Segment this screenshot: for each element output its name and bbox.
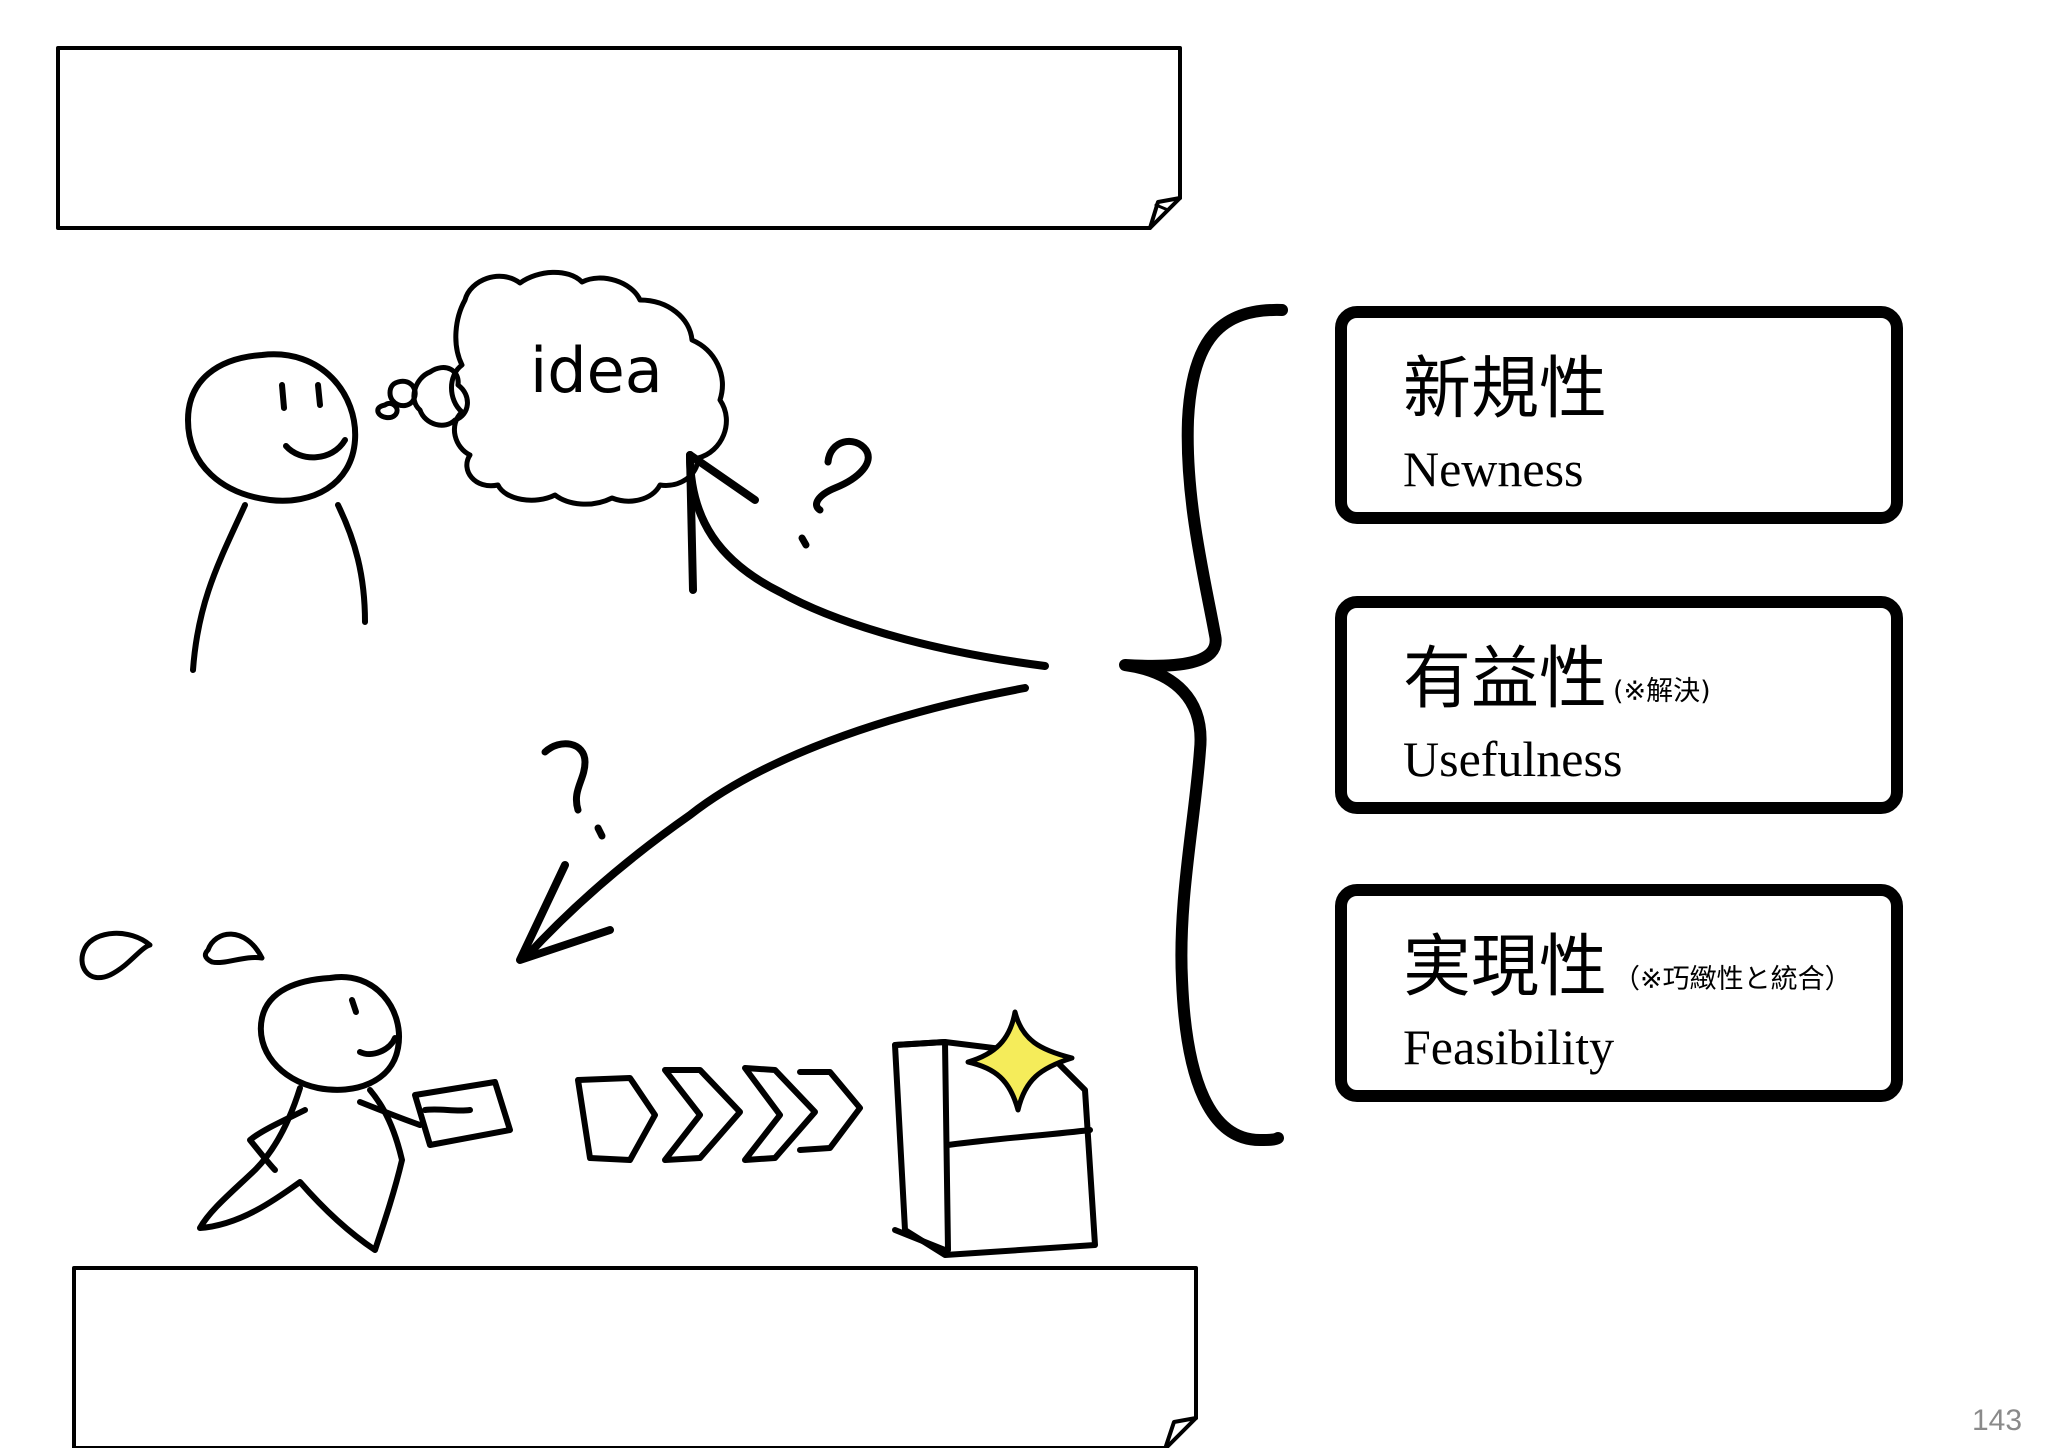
criterion-jp-text: 実現性 [1403, 928, 1608, 1007]
right-eye [315, 382, 323, 408]
arrow-to-action [516, 684, 1029, 964]
body [197, 1085, 405, 1253]
criterion-card-feasibility: 実現性（※巧緻性と統合） Feasibility [1335, 884, 1903, 1102]
arrow-to-idea [686, 451, 1049, 670]
head [257, 973, 402, 1093]
question-mark-lower [541, 740, 606, 840]
left-arm [190, 502, 248, 673]
smile [357, 1035, 398, 1058]
question-mark-upper [798, 438, 872, 549]
sparkle-icon [965, 1009, 1075, 1113]
thought-bubble [375, 269, 729, 507]
held-paper [412, 1079, 513, 1148]
smile [283, 437, 348, 461]
criterion-jp-text: 新規性 [1403, 350, 1608, 429]
criterion-jp: 有益性(※解決) [1403, 646, 1711, 714]
criterion-jp: 新規性 [1403, 356, 1613, 424]
criterion-note: （※巧緻性と統合） [1613, 964, 1852, 995]
idea-label: idea [530, 334, 663, 407]
top-caption-box [56, 46, 1182, 230]
criterion-en: Newness [1403, 441, 1584, 497]
criterion-note: (※解決) [1613, 676, 1711, 707]
running-person [197, 973, 513, 1253]
bottom-caption-box [72, 1266, 1198, 1448]
left-eye [279, 382, 287, 411]
arm-front [357, 1099, 423, 1128]
criterion-card-usefulness: 有益性(※解決) Usefulness [1335, 596, 1903, 814]
criterion-jp: 実現性（※巧緻性と統合） [1403, 934, 1852, 1002]
thinking-person [185, 351, 368, 673]
criterion-jp-text: 有益性 [1403, 640, 1608, 719]
curly-brace [1119, 303, 1288, 1146]
progress-chevrons [575, 1065, 863, 1163]
criterion-en: Usefulness [1403, 731, 1623, 787]
head [185, 351, 359, 504]
criterion-card-newness: 新規性 Newness [1335, 306, 1903, 524]
eye [349, 997, 359, 1015]
page-number: 143 [1972, 1404, 2023, 1437]
product-box [892, 1039, 1098, 1258]
arm-back [247, 1107, 308, 1173]
right-arm [335, 502, 368, 625]
sweat-drops-icon [79, 930, 265, 981]
criterion-en: Feasibility [1403, 1019, 1615, 1075]
